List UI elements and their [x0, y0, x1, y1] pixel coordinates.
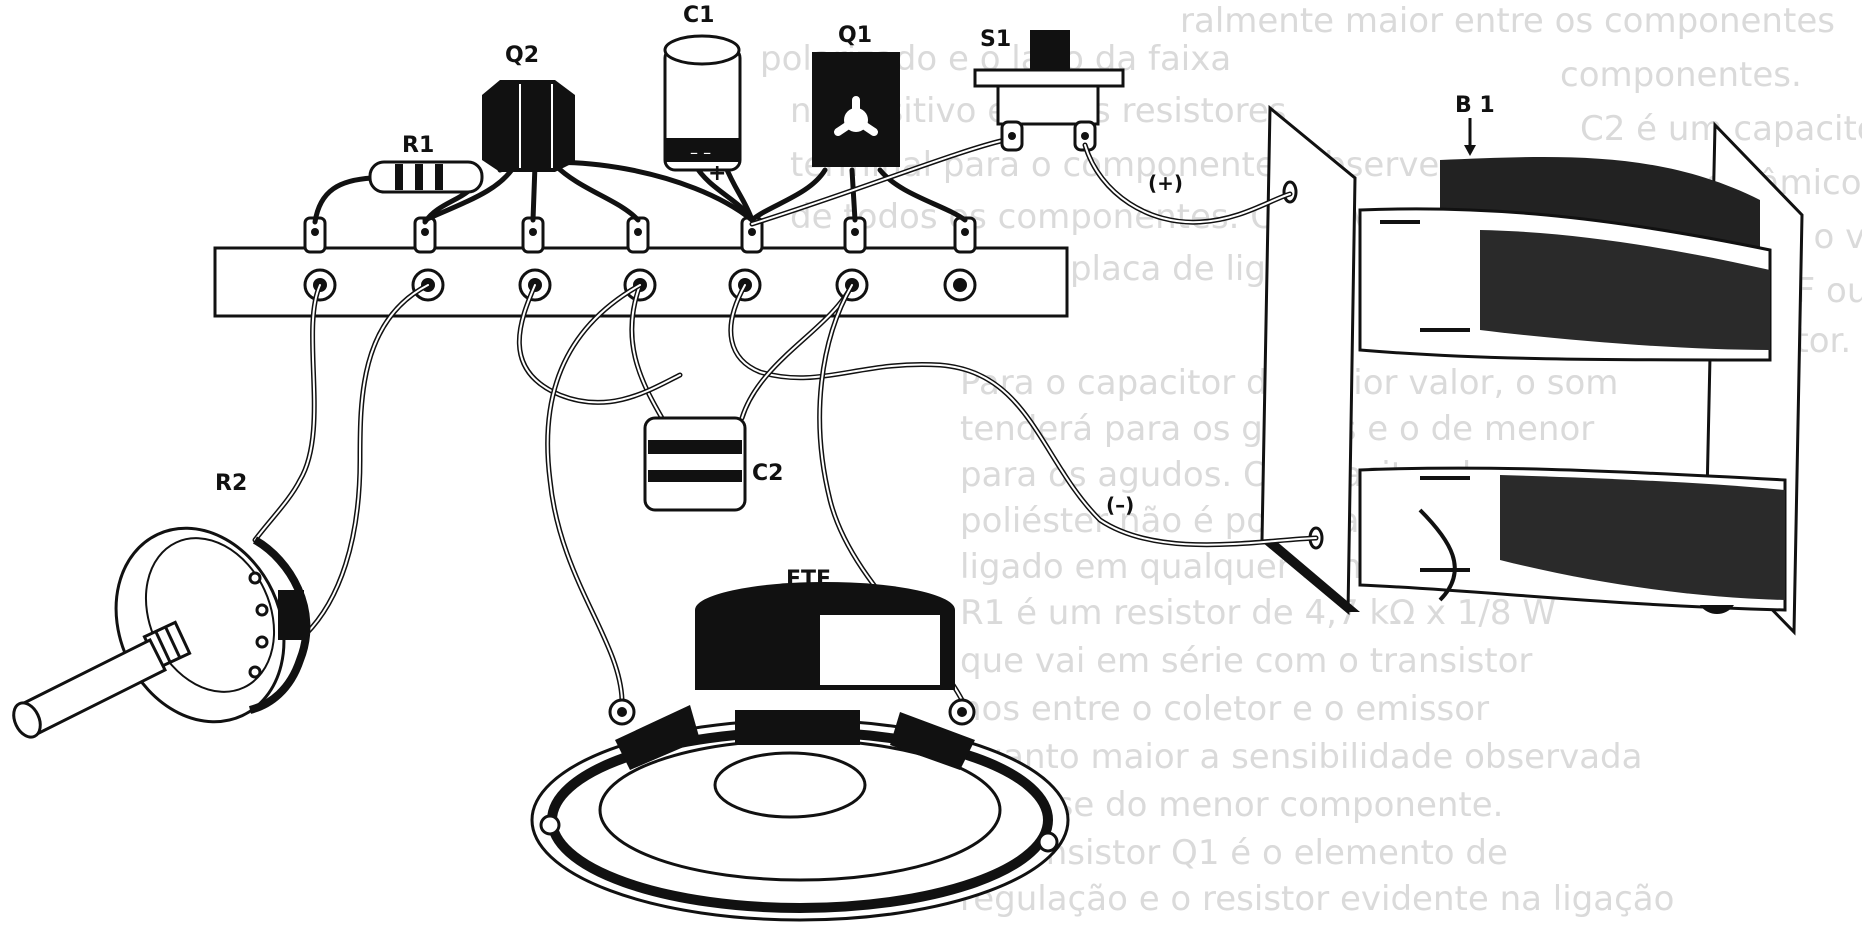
capacitor-c1: – – + C1 [663, 3, 742, 186]
r2-rivet [255, 635, 269, 649]
label-c2: C2 [752, 461, 783, 486]
lug-4 [626, 216, 650, 254]
fte-frame-rim [530, 718, 1070, 922]
lug-7 [953, 216, 977, 254]
bleed-line: nos entre o coletor e o emissor [960, 689, 1489, 729]
r2-rivet [248, 665, 262, 679]
wire-speaker-left [545, 282, 643, 703]
label-q1: Q1 [838, 23, 872, 48]
capacitor-c2: C2 [643, 416, 783, 512]
fte-basket-window [615, 705, 700, 770]
r2-thread [164, 627, 182, 659]
wire-r2-1 [252, 282, 323, 543]
q1-tri-mark [834, 96, 878, 136]
transistor-q2: Q2 [482, 43, 575, 172]
label-r2: R2 [215, 471, 247, 496]
bleed-line: R1 é um resistor de 4,7 kΩ x 1/8 W [960, 593, 1556, 633]
bleed-line: ralmente maior entre os componentes [1180, 1, 1835, 41]
fte-dust-cap [713, 751, 867, 819]
label-c1: C1 [683, 3, 714, 28]
lead-r1-left [312, 175, 375, 225]
c1-minus-mark: – – [690, 143, 711, 162]
q2-body [482, 80, 575, 172]
label-minus: (–) [1106, 493, 1134, 517]
fte-magnet-highlight [820, 615, 940, 685]
lead-q1-1 [749, 167, 828, 223]
c1-polarity-band [666, 138, 740, 162]
fte-terminal-right [948, 698, 976, 726]
s1-plate [973, 68, 1125, 88]
lead-q1-2 [849, 167, 858, 223]
lug-1 [303, 216, 327, 254]
transistor-q1: Q1 [812, 23, 900, 167]
fte-mount-hole [1037, 831, 1059, 853]
coil-b1: B 1 [1260, 93, 1804, 636]
fte-basket-window [890, 712, 975, 770]
fte-mount-hole [539, 814, 561, 836]
r2-rivet [255, 603, 269, 617]
lead-q2-3 [552, 162, 641, 223]
label-s1: S1 [980, 27, 1011, 52]
c1-top [663, 34, 741, 66]
speaker-fte: FTE [530, 567, 1070, 922]
s1-body [996, 84, 1100, 126]
fte-basket-window [735, 710, 860, 745]
c2-band [648, 470, 742, 482]
lug-6 [843, 216, 867, 254]
fte-terminal-left [608, 698, 636, 726]
coil-front-flange-edge [1262, 540, 1360, 612]
potentiometer-r2: R2 [12, 471, 311, 739]
r2-wires [252, 282, 431, 638]
r1-band [415, 164, 423, 190]
coil-foot [1700, 605, 1734, 614]
bleed-line: quanto maior a sensibilidade observada [960, 737, 1642, 777]
label-q2: Q2 [505, 43, 539, 68]
coil-wires: (+) (–) [728, 142, 1319, 548]
c2-band [648, 440, 742, 454]
r1-body [368, 160, 484, 194]
r2-rivet [248, 571, 262, 585]
r2-rim [248, 536, 311, 714]
lug-3 [521, 216, 545, 254]
c1-plus-mark: + [708, 161, 726, 186]
c2-body [643, 416, 747, 512]
s1-terminal-left [1000, 120, 1024, 152]
lead-q2-2 [530, 162, 538, 223]
r2-thread [154, 631, 172, 663]
label-r1: R1 [402, 133, 434, 158]
coil-winding-lower [1500, 475, 1785, 600]
resistor-r1: R1 [368, 133, 484, 194]
rivet-7 [943, 268, 977, 302]
label-fte: FTE [786, 567, 831, 592]
label-b1: B 1 [1455, 93, 1495, 118]
bleed-line: regulação e o resistor evidente na ligaç… [960, 879, 1674, 919]
switch-s1: S1 [973, 27, 1125, 152]
r1-band [395, 164, 403, 190]
b1-arrow-head [1464, 145, 1476, 156]
label-plus: (+) [1148, 171, 1183, 195]
r2-shaft [17, 637, 168, 738]
coil-winding-edge [1418, 508, 1457, 602]
r2-shaft-end [12, 701, 42, 739]
r2-terminal-block [278, 590, 304, 640]
wire-r2-2 [302, 282, 431, 638]
bleed-line: que vai em série com o transistor [960, 641, 1532, 681]
bleed-line: componentes. [1560, 55, 1802, 95]
s1-terminal-right [1073, 120, 1097, 152]
r1-band [435, 164, 443, 190]
lead-q2-1 [422, 162, 518, 223]
coil-winding-mid [1480, 230, 1770, 350]
s1-toggle [1030, 30, 1070, 75]
